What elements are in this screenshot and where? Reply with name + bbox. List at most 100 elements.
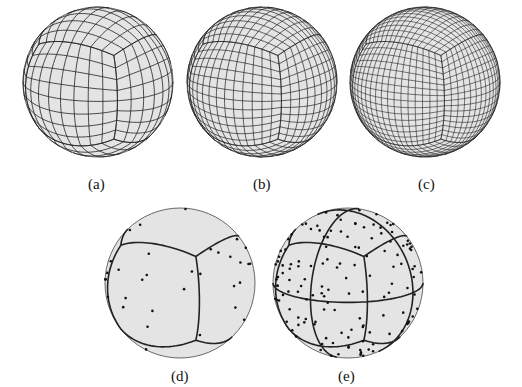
cubed-sphere (350, 7, 500, 157)
node-point (321, 285, 324, 288)
node-point (339, 262, 342, 265)
node-point (319, 349, 322, 352)
node-point (146, 325, 149, 328)
cubed-sphere (273, 208, 423, 358)
sphere-body (23, 7, 173, 157)
node-point (391, 231, 394, 234)
node-point (369, 331, 372, 334)
node-point (386, 221, 389, 224)
node-point (217, 251, 220, 254)
node-point (336, 214, 339, 217)
node-point (389, 240, 392, 243)
node-point (117, 269, 120, 272)
node-point (277, 276, 280, 279)
node-point (354, 222, 357, 225)
node-point (361, 290, 364, 293)
subfigure-label: (c) (418, 177, 435, 192)
node-point (354, 246, 357, 249)
node-point (392, 265, 395, 268)
node-point (420, 271, 423, 274)
node-point (372, 350, 375, 353)
node-point (305, 318, 308, 321)
node-point (339, 218, 342, 221)
node-point (412, 276, 415, 279)
node-point (151, 310, 154, 313)
node-point (290, 233, 293, 236)
node-point (350, 328, 353, 331)
cubed-sphere (187, 7, 337, 157)
node-point (320, 292, 323, 295)
node-point (406, 323, 409, 326)
node-point (301, 223, 304, 226)
sphere-body (187, 7, 337, 157)
sphere-body (105, 208, 255, 358)
node-point (281, 264, 284, 267)
node-point (310, 228, 313, 231)
sphere-body (350, 7, 500, 157)
node-point (141, 278, 144, 281)
subfigure-label: (d) (171, 369, 189, 384)
node-point (336, 266, 339, 269)
node-point (383, 250, 386, 253)
node-point (383, 296, 386, 299)
node-point (326, 302, 329, 305)
node-point (300, 285, 303, 288)
node-point (362, 340, 365, 343)
node-point (360, 353, 363, 356)
node-point (406, 240, 409, 243)
node-point (347, 346, 350, 349)
node-point (110, 260, 113, 263)
node-point (275, 278, 278, 281)
node-point (379, 226, 382, 229)
node-point (245, 247, 248, 250)
node-point (416, 308, 419, 311)
node-point (104, 278, 107, 281)
node-point (322, 262, 325, 265)
node-point (145, 274, 148, 277)
node-point (323, 295, 326, 298)
node-point (358, 246, 361, 249)
node-point (234, 306, 237, 309)
node-point (323, 236, 326, 239)
node-point (413, 265, 416, 268)
mesh-lines (187, 7, 337, 157)
node-point (199, 273, 202, 276)
node-point (382, 314, 385, 317)
node-point (409, 247, 412, 250)
mesh-lines (23, 7, 173, 157)
node-point (370, 237, 373, 240)
node-point (388, 333, 391, 336)
node-point (348, 292, 351, 295)
node-point (396, 254, 399, 257)
node-point (375, 213, 378, 216)
node-point (303, 321, 306, 324)
node-point (145, 348, 148, 351)
node-point (122, 306, 125, 309)
node-point (358, 317, 361, 320)
node-point (285, 320, 288, 323)
node-point (369, 274, 372, 277)
node-point (354, 223, 357, 226)
node-point (243, 318, 246, 321)
node-point (362, 324, 365, 327)
node-point (282, 294, 285, 297)
node-point (305, 298, 308, 301)
node-point (392, 223, 395, 226)
node-point (129, 229, 132, 232)
node-point (411, 315, 414, 318)
node-point (303, 278, 306, 281)
node-point (147, 253, 150, 256)
node-point (365, 255, 368, 258)
node-point (401, 330, 404, 333)
node-point (236, 238, 239, 241)
node-point (400, 263, 403, 266)
node-point (305, 222, 308, 225)
node-point (233, 285, 236, 288)
node-point (239, 281, 242, 284)
node-point (312, 294, 315, 297)
node-point (391, 282, 394, 285)
node-point (288, 267, 291, 270)
node-point (278, 255, 281, 258)
node-point (326, 258, 329, 261)
